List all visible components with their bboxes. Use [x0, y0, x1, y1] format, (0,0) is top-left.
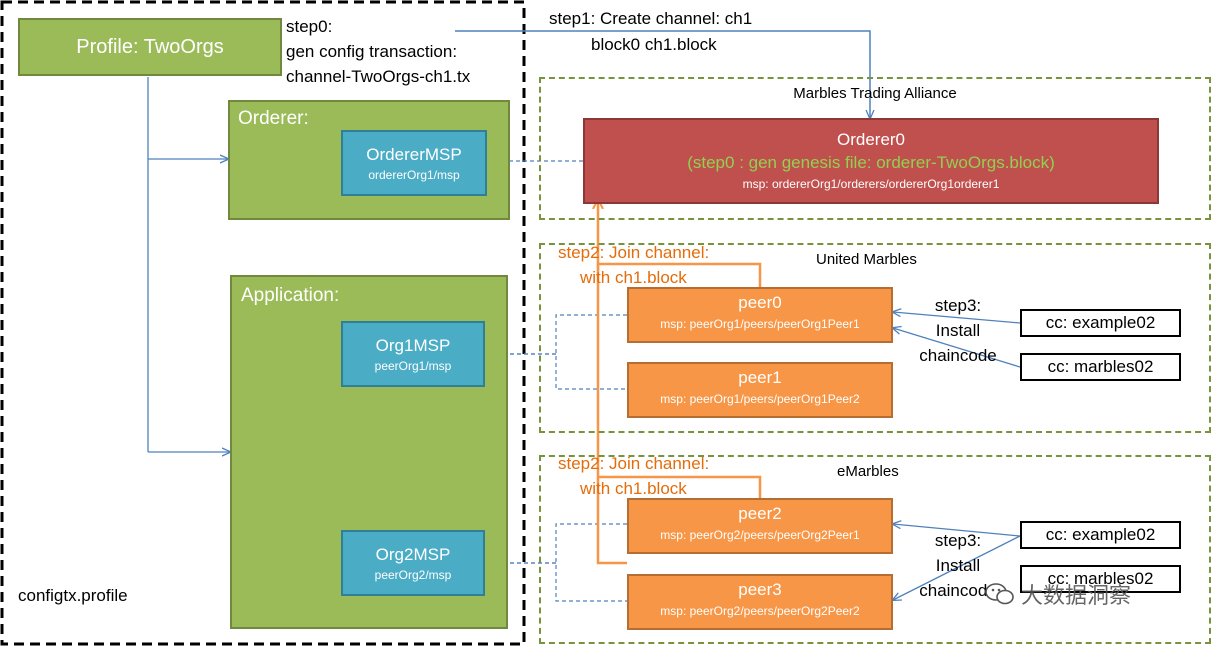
peer0-node: peer0 msp: peerOrg1/peers/peerOrg1Peer1 [627, 287, 893, 343]
peer1-msp: msp: peerOrg1/peers/peerOrg1Peer2 [660, 392, 860, 406]
orderer0-genesis: (step0 : gen genesis file: orderer-TwoOr… [687, 153, 1055, 172]
peer0-name: peer0 [738, 293, 782, 312]
orderer-msp-box: OrdererMSP ordererOrg1/msp [341, 130, 487, 196]
step0-label: step0: gen config transaction: channel-T… [286, 14, 470, 89]
profile-box: Profile: TwoOrgs [18, 18, 282, 76]
united-step2-line: with ch1.block [580, 268, 687, 287]
united-step3-line: chaincode [919, 346, 997, 365]
org2-msp-name: Org2MSP [375, 544, 451, 564]
orderer0-name: Orderer0 [836, 130, 906, 149]
step0-line: step0: [286, 17, 333, 36]
cc-label: cc: example02 [1045, 313, 1156, 332]
united-step3-label: step3: Install chaincode [910, 293, 1006, 368]
peer3-node: peer3 msp: peerOrg2/peers/peerOrg2Peer2 [627, 574, 893, 630]
peer1-node: peer1 msp: peerOrg1/peers/peerOrg1Peer2 [627, 362, 893, 418]
orderer0-msp: msp: ordererOrg1/orderers/ordererOrg1ord… [742, 177, 1000, 191]
emarbles-step3-line: Install [935, 556, 981, 575]
united-marbles-title: United Marbles [816, 251, 917, 268]
emarbles-title: eMarbles [837, 463, 899, 480]
step0-line: gen config transaction: [286, 42, 458, 61]
configtx-profile-frame [0, 0, 526, 646]
watermark-text: 大数据洞察 [1021, 583, 1132, 608]
orderer-section-title: Orderer: [238, 108, 309, 129]
peer2-node: peer2 msp: peerOrg2/peers/peerOrg2Peer1 [627, 498, 893, 554]
emarbles-step2-line: with ch1.block [580, 479, 687, 498]
org1-msp-box: Org1MSP peerOrg1/msp [341, 321, 485, 387]
peer3-name: peer3 [738, 580, 782, 599]
united-step3-line: step3: [934, 296, 982, 315]
peer3-msp: msp: peerOrg2/peers/peerOrg2Peer2 [660, 604, 860, 618]
alliance-title: Marbles Trading Alliance [793, 85, 957, 102]
cc-to-peer0-arrow [893, 312, 1021, 324]
emarbles-cc-marbles02: cc: marbles02 [1020, 565, 1181, 593]
united-step3-line: Install [935, 321, 981, 340]
org2-msp-path: peerOrg2/msp [374, 567, 452, 582]
orderer0-node: Orderer0 (step0 : gen genesis file: orde… [583, 118, 1159, 204]
united-cc-example02: cc: example02 [1020, 309, 1181, 337]
emarbles-step2-line: step2: Join channel: [558, 454, 710, 473]
orderer-msp-path: ordererOrg1/msp [368, 167, 460, 182]
step1-line1: step1: Create channel: ch1 [549, 9, 753, 28]
cc-to-peer2-arrow [893, 524, 1021, 537]
united-marbles-box: United Marbles [539, 243, 1211, 433]
profile-title: Profile: TwoOrgs [76, 35, 224, 58]
org1-msp-path: peerOrg1/msp [374, 358, 452, 373]
org1-msp-name: Org1MSP [375, 335, 451, 355]
step1-arrow [455, 30, 870, 118]
emarbles-cc-example02: cc: example02 [1020, 521, 1181, 549]
configtx-profile-label: configtx.profile [18, 586, 128, 605]
united-step2-line: step2: Join channel: [558, 243, 710, 262]
peer0-msp: msp: peerOrg1/peers/peerOrg1Peer1 [660, 317, 860, 331]
wechat-icon [985, 583, 1014, 605]
application-section-title: Application: [241, 285, 340, 306]
emarbles-step3-line: chaincode [919, 581, 997, 600]
cc-label: cc: marbles02 [1047, 569, 1154, 588]
peer2-msp: msp: peerOrg2/peers/peerOrg2Peer1 [660, 528, 860, 542]
alliance-box: Marbles Trading Alliance [539, 77, 1211, 220]
cc-label: cc: example02 [1045, 525, 1156, 544]
cc-label: cc: marbles02 [1047, 357, 1154, 376]
step1-line2: block0 ch1.block [591, 35, 717, 54]
org2-msp-box: Org2MSP peerOrg2/msp [341, 530, 485, 596]
step0-line: channel-TwoOrgs-ch1.tx [286, 67, 471, 86]
emarbles-box: eMarbles [539, 455, 1211, 644]
orderer-msp-name: OrdererMSP [366, 144, 462, 164]
united-cc-marbles02: cc: marbles02 [1020, 353, 1181, 381]
emarbles-step3-line: step3: [934, 531, 982, 550]
peer1-name: peer1 [738, 368, 782, 387]
watermark: 大数据洞察 [985, 578, 1131, 610]
peer2-name: peer2 [738, 504, 782, 523]
emarbles-step3-label: step3: Install chaincode [910, 528, 1006, 603]
